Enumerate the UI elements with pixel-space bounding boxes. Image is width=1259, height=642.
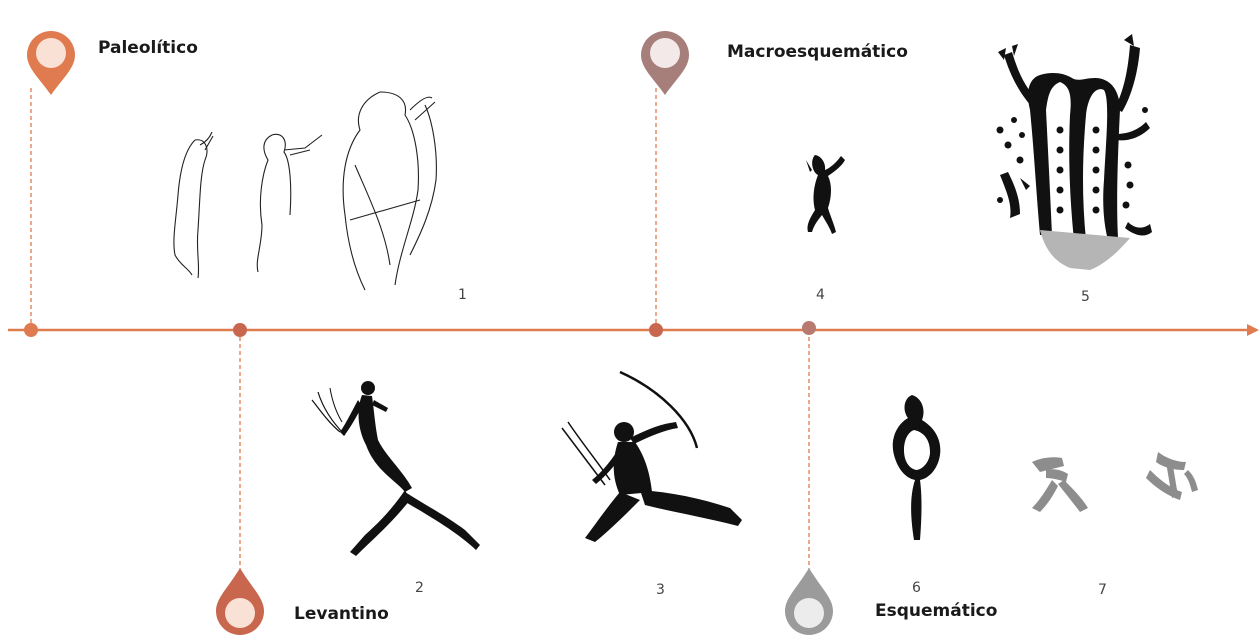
figure-number-2: 2	[415, 580, 424, 596]
figure-number-4: 4	[816, 287, 825, 303]
figure-number-1: 1	[458, 287, 467, 303]
axis-dot-paleolitico	[24, 323, 38, 337]
pin-levantino-icon	[216, 568, 264, 635]
pin-paleolitico-icon	[1, 16, 75, 95]
pin-esquematico-icon	[785, 568, 833, 635]
period-label-levantino: Levantino	[294, 604, 389, 624]
period-label-esquematico: Esquemático	[875, 601, 997, 621]
figure-number-6: 6	[912, 580, 921, 596]
figure-7-grey-figures	[1032, 452, 1198, 512]
axis-dot-levantino	[233, 323, 247, 337]
axis-dot-esquematico	[802, 321, 816, 335]
pin-macroesquematico-icon	[641, 31, 689, 95]
period-label-paleolitico: Paleolítico	[98, 38, 198, 58]
figure-4-small-figure	[806, 155, 845, 234]
figure-1-paleolithic-drawings	[174, 92, 436, 290]
axis-dot-macroesquematico	[649, 323, 663, 337]
timeline-arrowhead	[1247, 324, 1259, 336]
figure-6-schematic-idol	[893, 395, 941, 540]
period-label-macroesquematico: Macroesquemático	[727, 42, 908, 62]
figure-number-5: 5	[1081, 289, 1090, 305]
figure-5-dotted-figure	[997, 34, 1153, 270]
figure-number-7: 7	[1098, 582, 1107, 598]
figure-3-levantine-bowman	[562, 372, 742, 542]
figure-number-3: 3	[656, 582, 665, 598]
figure-2-levantine-archer	[312, 381, 480, 556]
